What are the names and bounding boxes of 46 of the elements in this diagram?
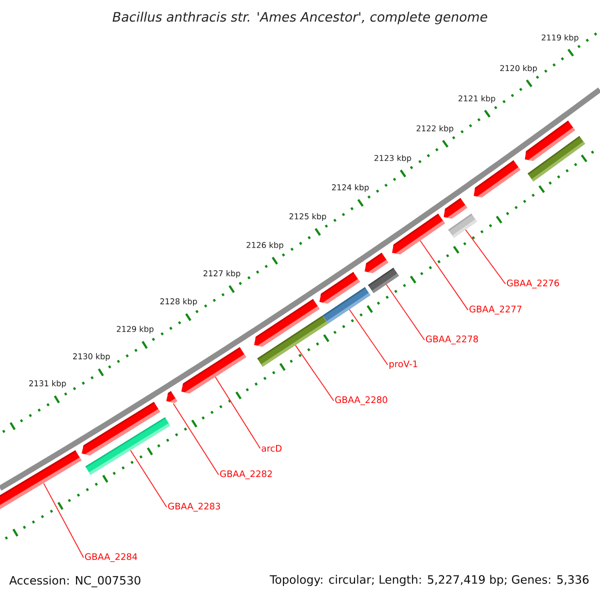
scale-label: 2122 kbp [416,125,454,133]
scale-label: 2127 kbp [204,270,240,278]
leader-line [172,403,220,476]
scale-label: 2129 kbp [116,326,154,334]
gene-label: GBAA_2277 [470,306,522,314]
gene-label: GBAA_2276 [506,280,559,288]
gene-label: GBAA_2283 [168,502,220,512]
feature-bar [322,286,371,324]
footer-text: Topology: circular; Length: 5,227,419 bp; Genes: 5,336 [270,574,589,586]
feature-bar [368,268,400,294]
gene-block [166,390,178,403]
scale-label: 2125 kbp [289,213,326,221]
feature-bar [257,315,328,367]
leader-line [295,344,334,402]
scale-label: 2130 kbp [73,353,110,361]
scale-label: 2119 kbp [542,34,578,42]
gene-label: GBAA_2282 [220,470,272,480]
gene-block [444,198,468,219]
gene-label: GBAA_2280 [335,396,388,406]
scale-label: 2120 kbp [500,64,537,73]
scale-label: 2128 kbp [160,298,197,306]
feature-bar [527,136,586,182]
gene-block [392,214,446,254]
leader-line [130,450,168,508]
leader-line [420,240,468,311]
gene-label: GBAA_2284 [85,553,138,562]
title: Bacillus anthracis str. 'Ames Ancestor', complete genome [112,12,488,24]
scale-label: 2123 kbp [374,154,412,163]
footer-text: Accession: NC_007530 [9,576,140,588]
gene-block [181,347,246,394]
gene-label: proV-1 [390,360,418,370]
scale-label: 2121 kbp [458,95,496,103]
gene-label: arcD [262,445,282,452]
feature-bar [448,213,478,238]
leader-line [214,376,261,449]
feature-bar [85,417,170,475]
gene-block [474,160,520,198]
scale-label: 2131 kbp [29,380,66,388]
gene-block [364,252,388,274]
scale-label: 2126 kbp [246,242,284,250]
scale-label: 2124 kbp [332,184,369,192]
leader-line [465,229,506,284]
gene-label: GBAA_2278 [426,336,478,344]
leader-line [348,309,388,366]
leader-line [43,482,84,558]
leader-line [386,284,425,340]
